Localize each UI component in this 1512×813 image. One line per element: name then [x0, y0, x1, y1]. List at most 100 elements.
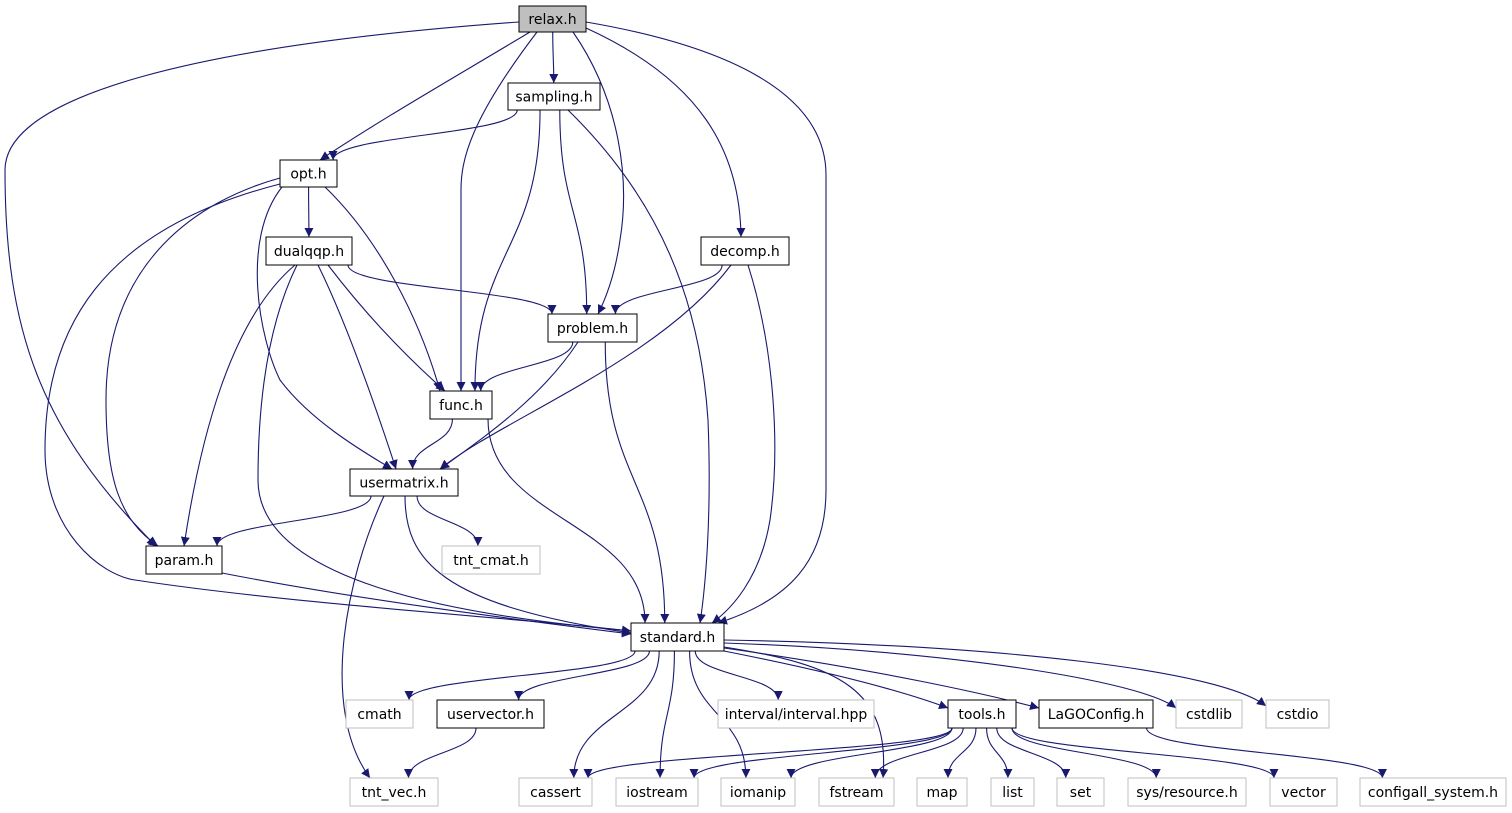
edge-tools-to-list [986, 727, 1013, 779]
edge-tools-to-set [996, 727, 1071, 779]
node-label: fstream [830, 785, 884, 801]
edge-relax-to-sampling [549, 31, 559, 84]
node-box [441, 545, 541, 575]
node-iostream: iostream [615, 777, 699, 807]
node-label: usermatrix.h [359, 476, 448, 492]
node-iomanip: iomanip [720, 777, 796, 807]
edge-standard-to-interval [694, 650, 783, 701]
edge-standard-to-cmath [404, 650, 636, 701]
edge-func-to-standard [487, 418, 650, 624]
edge-problem-to-func [476, 341, 574, 392]
node-label: tnt_vec.h [362, 785, 427, 801]
node-cassert: cassert [518, 777, 593, 807]
node-label: tnt_cmat.h [453, 553, 529, 569]
edge-relax-to-standard [585, 21, 827, 625]
node-list: list [990, 777, 1035, 807]
node-box [349, 777, 439, 807]
node-box [279, 159, 338, 188]
node-cstdlib: cstdlib [1175, 699, 1243, 729]
edge-lagoconfig-to-configall [1146, 727, 1387, 779]
edge-standard-to-uservector [514, 650, 650, 701]
node-box [1269, 777, 1338, 807]
node-decomp[interactable]: decomp.h [700, 236, 790, 266]
node-box [720, 777, 796, 807]
node-relax[interactable]: relax.h [518, 5, 587, 33]
node-label: configall_system.h [1368, 785, 1498, 801]
node-standard[interactable]: standard.h [630, 622, 725, 652]
edge-dualqqp-to-standard [257, 264, 632, 635]
node-func[interactable]: func.h [429, 390, 493, 420]
node-label: sampling.h [515, 90, 592, 106]
node-sysresource: sys/resource.h [1127, 777, 1247, 807]
node-configall: configall_system.h [1359, 777, 1507, 807]
node-label: param.h [155, 553, 214, 569]
node-box [700, 236, 790, 266]
node-label: uservector.h [447, 707, 534, 723]
node-box [345, 699, 414, 729]
node-sampling[interactable]: sampling.h [507, 82, 601, 111]
node-box [1265, 699, 1330, 729]
node-box [429, 390, 493, 420]
edge-sampling-to-problem [559, 109, 592, 315]
node-box [349, 468, 459, 497]
node-box [1056, 777, 1105, 807]
node-label: tools.h [958, 707, 1005, 723]
edge-dualqqp-to-func [327, 264, 446, 392]
node-uservector[interactable]: uservector.h [436, 699, 545, 729]
node-tools[interactable]: tools.h [947, 699, 1017, 729]
node-box [1175, 699, 1243, 729]
node-label: list [1002, 785, 1023, 801]
node-label: iomanip [730, 785, 786, 801]
node-dualqqp[interactable]: dualqqp.h [265, 236, 353, 266]
node-label: LaGOConfig.h [1048, 707, 1145, 723]
node-problem[interactable]: problem.h [547, 313, 638, 343]
node-label: vector [1281, 785, 1326, 801]
edge-tools-to-fstream [870, 727, 964, 779]
edge-problem-to-standard [604, 341, 670, 624]
edge-tools-to-iostream [689, 727, 953, 779]
node-box [507, 82, 601, 111]
node-lagoconfig[interactable]: LaGOConfig.h [1038, 699, 1154, 729]
edge-usermatrix-to-tnt_vec [341, 495, 385, 779]
node-label: relax.h [528, 12, 576, 28]
node-label: sys/resource.h [1136, 785, 1237, 801]
node-label: cassert [530, 785, 581, 801]
node-interval: interval/interval.hpp [717, 699, 875, 729]
node-label: cstdlib [1186, 707, 1232, 723]
edge-usermatrix-to-tnt_cmat [416, 495, 483, 547]
node-cmath: cmath [345, 699, 414, 729]
node-param[interactable]: param.h [145, 545, 223, 575]
edge-param-to-standard [221, 572, 632, 638]
node-opt[interactable]: opt.h [279, 159, 338, 188]
edges-layer [4, 21, 1387, 779]
edge-relax-to-problem [572, 31, 625, 315]
node-label: map [926, 785, 957, 801]
node-label: opt.h [290, 167, 326, 183]
edge-usermatrix-to-param [212, 495, 372, 547]
edge-standard-to-cassert [569, 650, 660, 779]
edge-standard-to-cstdlib [723, 642, 1177, 709]
node-usermatrix[interactable]: usermatrix.h [349, 468, 459, 497]
nodes-layer: relax.h sampling.h opt.h decomp.h dualqqp.h p… [145, 5, 1507, 807]
edge-standard-to-lagoconfig [723, 647, 1040, 711]
edge-sampling-to-func [470, 109, 541, 392]
node-box [1038, 699, 1154, 729]
edge-decomp-to-problem [610, 264, 723, 315]
edge-opt-to-standard [44, 183, 632, 635]
node-box [518, 777, 593, 807]
node-tnt_cmat: tnt_cmat.h [441, 545, 541, 575]
node-label: func.h [439, 398, 483, 414]
edge-tools-to-sysresource [1011, 727, 1161, 779]
edge-standard-to-iostream [655, 650, 675, 779]
node-box [615, 777, 699, 807]
node-vector: vector [1269, 777, 1338, 807]
edge-sampling-to-standard [567, 109, 710, 624]
node-box [717, 699, 875, 729]
edge-relax-to-decomp [585, 27, 746, 238]
node-box [1127, 777, 1247, 807]
node-label: iostream [626, 785, 688, 801]
edge-relax-to-param [4, 21, 520, 547]
node-box [265, 236, 353, 266]
edge-tools-to-cassert [583, 727, 953, 779]
